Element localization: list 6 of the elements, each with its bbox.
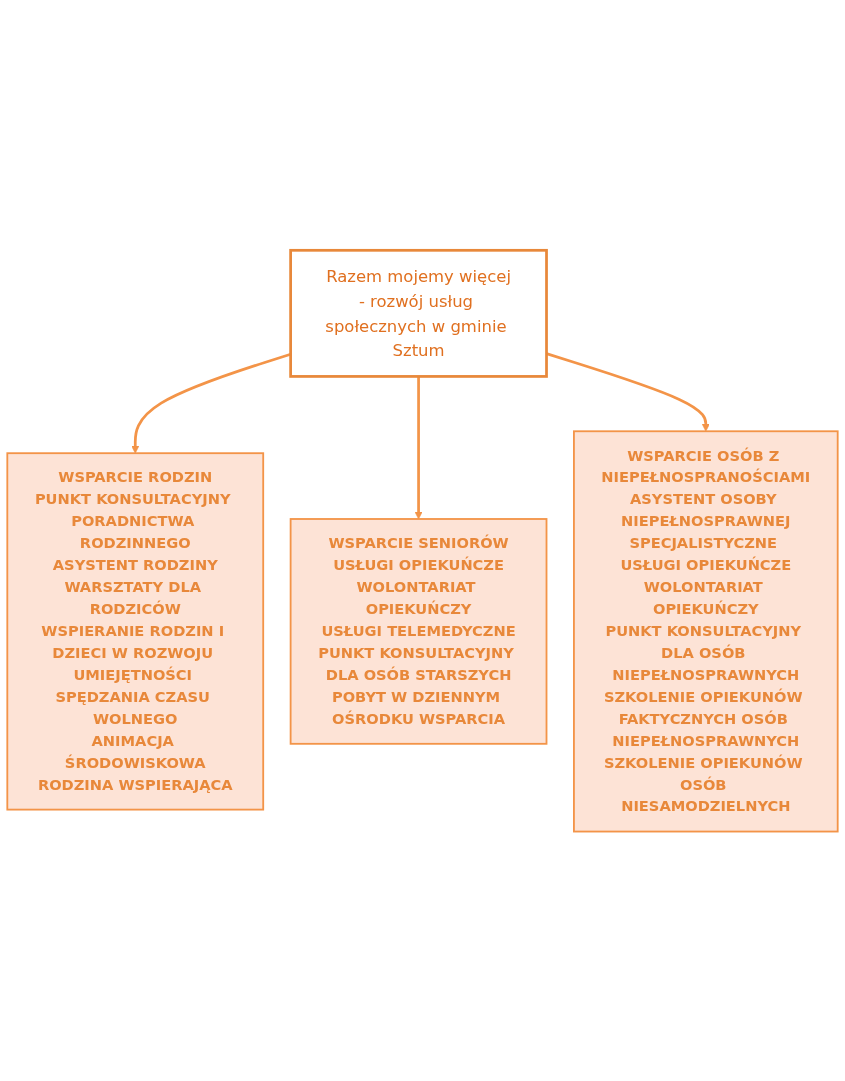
node-box: WSPARCIE RODZIN PUNKT KONSULTACYJNY PORADNICTWA RODZINNEGO ASYSTENT RODZINY WARSZTATY DLA RODZICÓW WSPIERANIE RODZIN I DZIECI W ROZWOJU UMIEJĘTNOŚCI SPĘDZANIA CZASU WOLNEGO ANIMACJA ŚRODOWISKOWA RODZINA WSPIERAJĄCA (6, 451, 265, 811)
node-box: WSPARCIE OSÓB Z NIEPEŁNOSPRANOŚCIAMI ASYSTENT OSOBY NIEPEŁNOSPRAWNEJ SPECJALISTYCZNE USŁUGI OPIEKUŃCZE WOLONTARIAT OPIEKUŃCZY PUNKT KONSULTACYJNY DLA OSÓB NIEPEŁNOSPRAWNYCH SZKOLENIE OPIEKUNÓW FAKTYCZNYCH OSÓB NIEPEŁNOSPRAWNYCH SZKOLENIE OPIEKUNÓW OSÓB NIESAMODZIELNYCH (573, 429, 839, 833)
arrow (546, 351, 710, 432)
node-box: WSPARCIE SENIORÓW USŁUGI OPIEKUŃCZE WOLONTARIAT OPIEKUŃCZY USŁUGI TELEMEDYCZNE PUNKT KONSULTACYJNY DLA OSÓB STARSZYCH POBYT W DZIENNYM OŚRODKU WSPARCIA (289, 517, 548, 745)
arrow (414, 376, 423, 519)
node-box: Razem mojemy więcej - rozwój usług społecznych w gminie Sztum (289, 248, 548, 378)
